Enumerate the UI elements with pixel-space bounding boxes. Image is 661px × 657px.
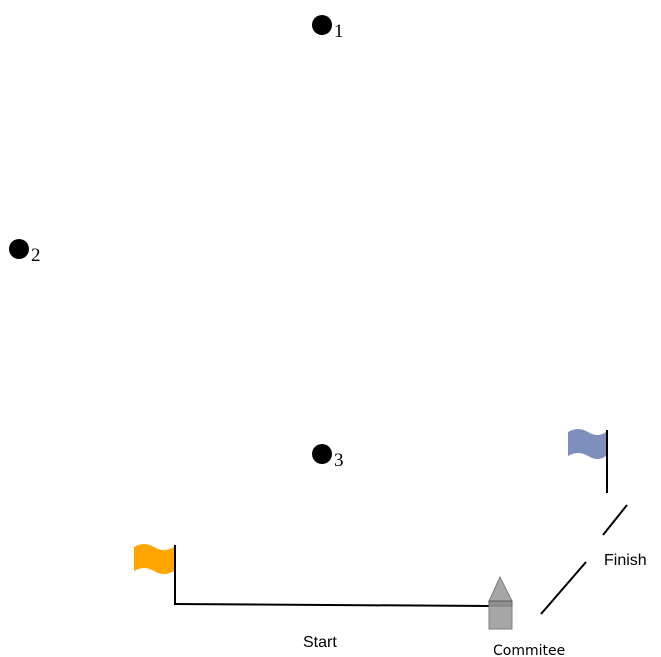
finish-flag-cloth xyxy=(568,429,606,459)
start-flag-cloth xyxy=(134,544,174,574)
mark-1-buoy-icon xyxy=(312,15,332,35)
mark-2: 2 xyxy=(9,239,41,266)
mark-3-buoy-icon xyxy=(312,444,332,464)
committee-label: Commitee xyxy=(493,643,565,657)
finish-line-lower-segment xyxy=(540,561,587,615)
finish-line-upper-segment xyxy=(602,504,628,536)
mark-3: 3 xyxy=(312,444,344,471)
start-line xyxy=(174,603,490,607)
committee-boat-cabin-line xyxy=(488,600,513,607)
start-flag-icon xyxy=(134,544,176,605)
finish-label: Finish xyxy=(604,552,647,569)
mark-1: 1 xyxy=(312,15,344,42)
mark-2-label: 2 xyxy=(31,245,41,266)
finish-flag-icon xyxy=(568,429,608,493)
committee-boat-icon xyxy=(488,575,513,630)
committee-boat-bow xyxy=(488,575,513,602)
mark-3-label: 3 xyxy=(334,450,344,471)
mark-2-buoy-icon xyxy=(9,239,29,259)
start-label: Start xyxy=(303,634,337,651)
mark-1-label: 1 xyxy=(334,21,344,42)
committee-boat-hull xyxy=(488,605,513,630)
